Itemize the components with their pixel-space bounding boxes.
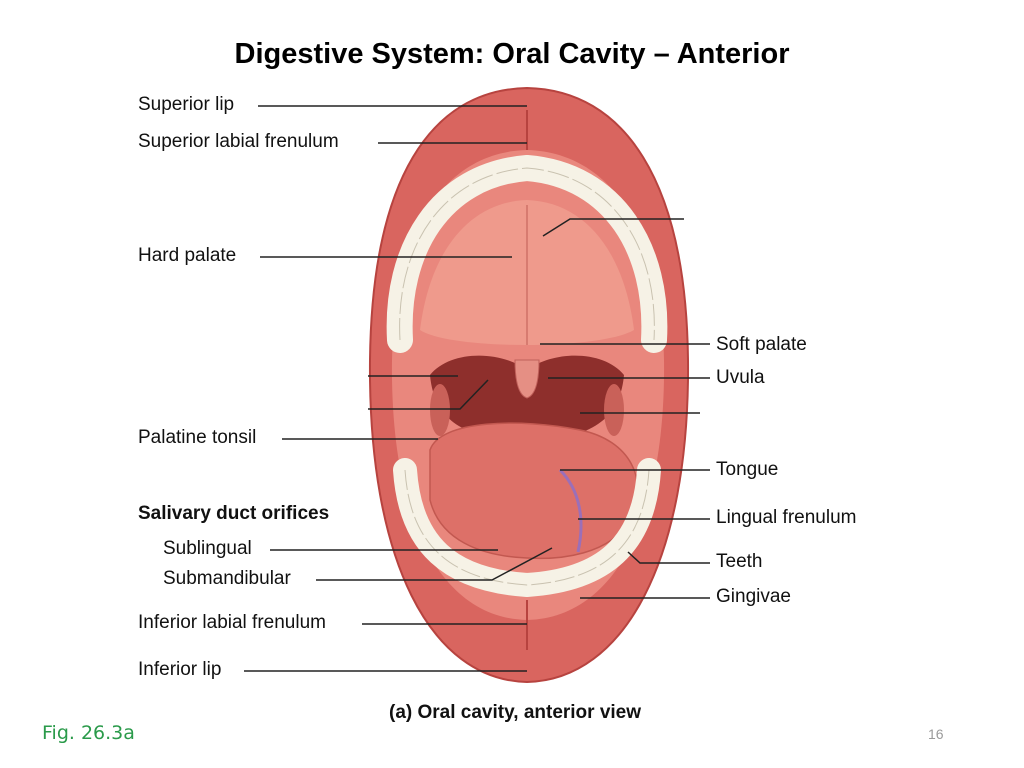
label-sublingual: Sublingual <box>163 538 252 559</box>
tongue <box>429 422 639 560</box>
page-number: 16 <box>928 726 944 742</box>
label-palatine-tonsil: Palatine tonsil <box>138 427 257 448</box>
figure-reference: Fig. 26.3a <box>42 722 135 744</box>
page-title: Digestive System: Oral Cavity – Anterior <box>234 38 790 70</box>
label-superior-labial-frenulum: Superior labial frenulum <box>138 131 339 152</box>
palatine-tonsil-left <box>430 384 450 436</box>
label-tongue: Tongue <box>716 459 779 480</box>
label-gingivae: Gingivae <box>716 586 791 607</box>
label-lingual-frenulum: Lingual frenulum <box>716 507 857 528</box>
label-inferior-lip: Inferior lip <box>138 659 222 680</box>
figure-caption: (a) Oral cavity, anterior view <box>389 702 642 723</box>
leader-teeth <box>627 551 710 564</box>
leader-lines <box>244 105 710 672</box>
uvula <box>514 359 540 399</box>
label-submandibular: Submandibular <box>163 568 291 589</box>
label-soft-palate: Soft palate <box>716 334 807 355</box>
label-superior-lip: Superior lip <box>138 94 235 115</box>
label-hard-palate: Hard palate <box>138 245 237 266</box>
leader-palate-top <box>542 218 684 237</box>
label-salivary-duct-orifices: Salivary duct orifices <box>138 503 330 524</box>
lower-teeth-outline <box>404 469 650 586</box>
label-teeth: Teeth <box>716 551 763 572</box>
label-inferior-labial-frenulum: Inferior labial frenulum <box>138 612 326 633</box>
lingual-frenulum <box>558 468 583 553</box>
palatine-tonsil-right <box>604 384 624 436</box>
leader-submandibular <box>316 547 553 581</box>
upper-teeth-outline <box>399 167 655 341</box>
leader-left-arch-2 <box>368 379 489 410</box>
label-uvula: Uvula <box>716 367 765 388</box>
